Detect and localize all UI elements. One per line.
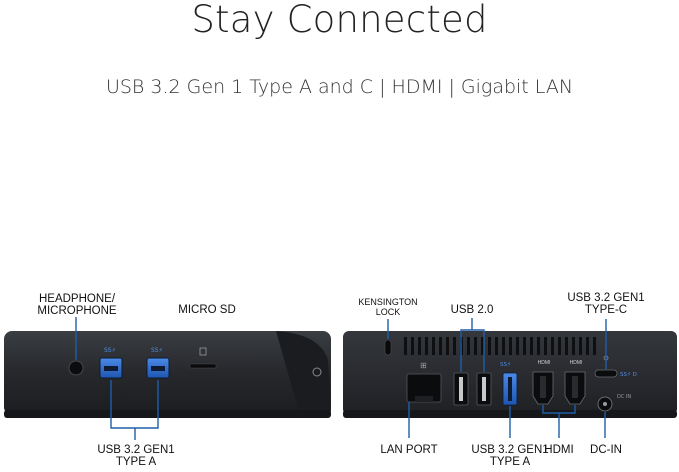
label-headphone-line1: HEADPHONE/ xyxy=(38,293,116,305)
svg-text:DC IN: DC IN xyxy=(617,394,631,400)
label-hdmi: HDMI xyxy=(544,444,574,456)
label-front-usb-line2: TYPE A xyxy=(115,456,157,468)
front-base xyxy=(4,410,331,418)
sd-icon xyxy=(199,347,207,356)
page-subtitle: USB 3.2 Gen 1 Type A and C | HDMI | Giga… xyxy=(105,76,574,98)
label-back-usb-a-line1: USB 3.2 GEN1 xyxy=(471,444,549,456)
hdmi2-mark: HDMI xyxy=(569,360,583,366)
leader-lines xyxy=(75,317,607,440)
label-front-usb: USB 3.2 GEN1 TYPE A xyxy=(91,444,181,468)
front-usb-logo-1: SS⚡ xyxy=(104,347,116,354)
micro-sd-slot xyxy=(189,363,217,369)
label-headphone-line2: MICROPHONE xyxy=(37,305,117,317)
headphone-jack xyxy=(68,360,84,376)
vent-grille xyxy=(404,337,596,355)
label-kensington: KENSINGTON LOCK xyxy=(355,297,421,317)
kensington-slot xyxy=(384,339,392,356)
label-usb-c: USB 3.2 GEN1 TYPE-C xyxy=(556,292,656,316)
svg-text:SS⚡ D: SS⚡ D xyxy=(620,371,637,378)
page-title: Stay Connected xyxy=(191,0,488,41)
lan-icon: ⊞ xyxy=(420,361,427,370)
label-back-usb-a-line2: TYPE A xyxy=(489,456,531,468)
label-usb-c-line2: TYPE-C xyxy=(584,304,628,316)
usb-c-port xyxy=(594,369,618,378)
label-kensington-line2: LOCK xyxy=(375,307,401,317)
label-kensington-line1: KENSINGTON xyxy=(358,297,418,307)
label-micro-sd: MICRO SD xyxy=(178,304,236,316)
label-lan: LAN PORT xyxy=(380,444,438,456)
label-usb20: USB 2.0 xyxy=(450,304,494,316)
front-unit: SS⚡ SS⚡ xyxy=(4,331,331,418)
label-headphone: HEADPHONE/ MICROPHONE xyxy=(36,293,118,317)
label-front-usb-line1: USB 3.2 GEN1 xyxy=(97,444,175,456)
label-usb-c-line1: USB 3.2 GEN1 xyxy=(567,292,645,304)
label-dc-in: DC-IN xyxy=(590,444,622,456)
power-icon xyxy=(312,367,322,377)
back-unit: ⊞ SS⚡ SS⚡ D DC IN xyxy=(343,331,677,418)
hdmi1-mark: HDMI xyxy=(537,360,551,366)
svg-text:SS⚡: SS⚡ xyxy=(500,361,511,368)
label-back-usb-a: USB 3.2 GEN1 TYPE A xyxy=(466,444,554,468)
front-usb-logo-2: SS⚡ xyxy=(151,347,163,354)
front-bevel xyxy=(276,331,331,415)
